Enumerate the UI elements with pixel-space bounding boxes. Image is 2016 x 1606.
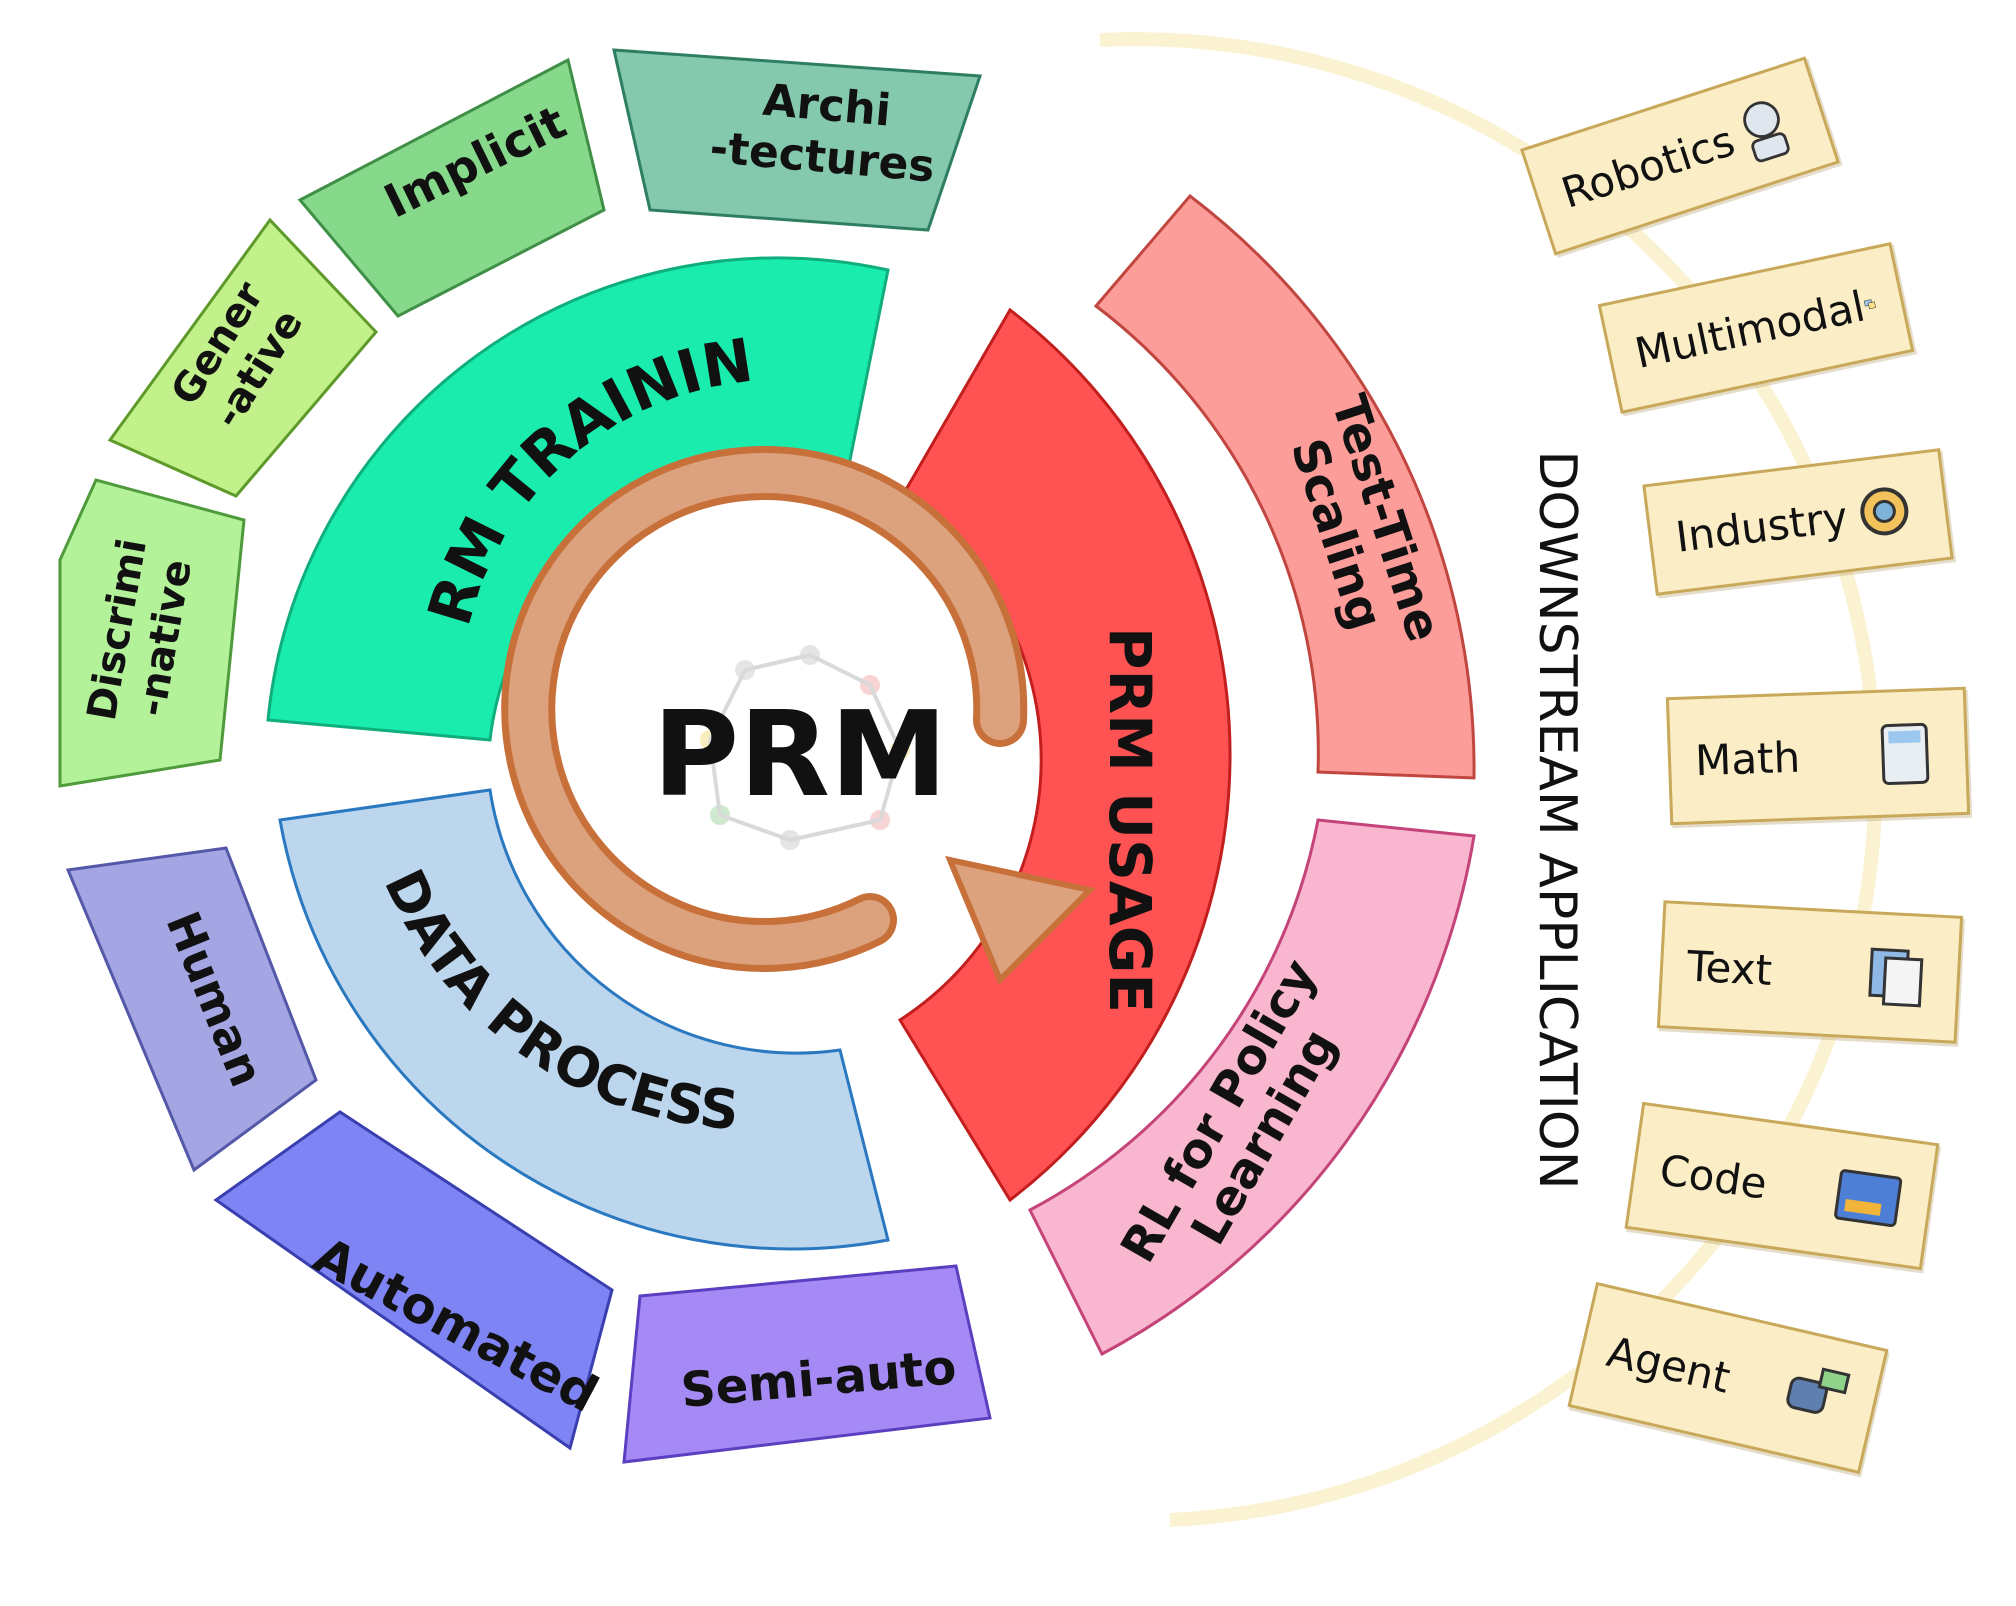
code-window-icon [1834, 1169, 1903, 1228]
usage-quadrant-label: PRM USAGE [1096, 627, 1164, 1013]
app-label-robotics: Robotics [1555, 115, 1741, 218]
app-label-text: Text [1685, 941, 1774, 995]
app-card-code: Code [1624, 1101, 1940, 1271]
calculator-icon [1880, 722, 1930, 786]
app-card-math: Math [1665, 686, 1971, 826]
training-item-generative [107, 217, 379, 498]
app-label-industry: Industry [1672, 491, 1851, 562]
network-icon [700, 645, 910, 850]
app-label-agent: Agent [1602, 1326, 1735, 1403]
app-label-multimodal: Multimodal [1630, 281, 1870, 378]
agent-bot-icon [1786, 1367, 1851, 1414]
app-card-industry: Industry [1642, 448, 1954, 596]
usage-item-test-time-scaling [1093, 193, 1476, 780]
data-item-human [65, 846, 318, 1173]
app-card-multimodal: Multimodal [1597, 242, 1915, 414]
data-item-semi-auto [622, 1264, 992, 1464]
training-item-implicit [297, 57, 606, 318]
app-label-code: Code [1656, 1144, 1771, 1209]
multimodal-icon [1864, 299, 1877, 310]
document-icon [1868, 947, 1924, 1008]
app-card-agent: Agent [1567, 1281, 1889, 1475]
training-item-architectures [612, 48, 983, 232]
app-card-robotics: Robotics [1520, 56, 1840, 256]
robot-icon [1743, 101, 1791, 163]
usage-item-rl-policy [1028, 818, 1476, 1357]
training-item-discriminative [58, 478, 246, 788]
data-quadrant [278, 788, 890, 1251]
cycle-arrow [501, 446, 1097, 986]
gear-icon [1860, 487, 1909, 536]
center-label: PRM [653, 685, 948, 823]
downstream-title: DOWNSTREAM APPLICATION [1527, 450, 1587, 1189]
usage-quadrant [897, 307, 1232, 1203]
app-label-math: Math [1694, 732, 1801, 785]
data-item-automated [213, 1110, 614, 1451]
app-card-text: Text [1656, 900, 1964, 1044]
